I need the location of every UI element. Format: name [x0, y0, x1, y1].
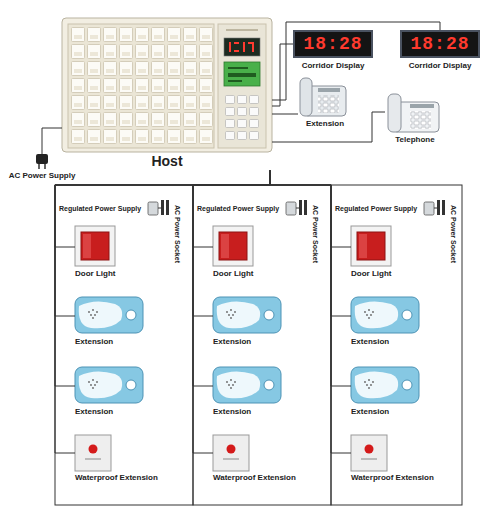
wire [42, 128, 62, 150]
socket-label: AC Power Socket [449, 205, 458, 263]
picture-area [75, 226, 137, 268]
device-label: Extension [213, 407, 285, 417]
wire [272, 44, 293, 106]
device-label: Extension [75, 407, 147, 417]
picture-area [75, 296, 147, 336]
device-label: Regulated Power Supply [197, 205, 279, 214]
ac-power-supply: AC Power Supply [4, 150, 80, 181]
waterproof-extension: Waterproof Extension [75, 434, 171, 483]
regulated-power-supply: Regulated Power Supply [59, 202, 159, 216]
column-devices [75, 200, 169, 471]
socket-label: AC Power Socket [173, 205, 182, 263]
picture-area [285, 202, 297, 216]
picture-area [351, 296, 423, 336]
picture-area [385, 90, 445, 134]
device-label: Extension [213, 337, 285, 347]
extension-phone: Extension [298, 74, 352, 129]
device-label: Extension [75, 337, 147, 347]
wire [270, 171, 351, 387]
picture-area [351, 226, 413, 268]
wire [193, 171, 270, 387]
picture-area [75, 366, 147, 406]
telephone-icon [388, 94, 439, 132]
column-devices [351, 200, 445, 471]
column-devices [213, 200, 307, 471]
led-screen: 18:28 [400, 30, 480, 58]
picture-area [75, 434, 171, 472]
device-label: Waterproof Extension [213, 473, 309, 483]
host-panel [62, 18, 272, 152]
device-label: Waterproof Extension [75, 473, 171, 483]
extension-unit: Extension [213, 366, 285, 417]
device-label: Extension [351, 407, 423, 417]
picture-area [147, 202, 159, 216]
device-label: Door Light [213, 269, 275, 279]
picture-area [213, 226, 275, 268]
waterproof-extension: Waterproof Extension [213, 434, 309, 483]
extension-phone-icon [300, 78, 346, 116]
socket-label: AC Power Socket [311, 205, 320, 263]
extension-unit: Extension [351, 296, 423, 347]
device-label: AC Power Supply [4, 171, 80, 181]
wire [272, 114, 298, 115]
device-label: Corridor Display [400, 61, 480, 71]
device-label: Telephone [385, 135, 445, 145]
door-light: Door Light [213, 226, 275, 279]
extension-unit: Extension [213, 296, 285, 347]
device-label: Door Light [75, 269, 137, 279]
display-digits: 18:28 [410, 35, 469, 53]
picture-area [298, 74, 352, 118]
waterproof-extension: Waterproof Extension [351, 434, 447, 483]
device-label: Extension [298, 119, 352, 129]
regulated-power-supply: Regulated Power Supply [197, 202, 297, 216]
extension-unit: Extension [75, 296, 147, 347]
corridor-display: 18:28Corridor Display [400, 30, 480, 71]
extension-unit: Extension [351, 366, 423, 417]
picture-area [4, 150, 80, 170]
corridor-display: 18:28Corridor Display [293, 30, 373, 71]
extension-unit: Extension [75, 366, 147, 417]
wire [55, 171, 270, 387]
device-label: Regulated Power Supply [335, 205, 417, 214]
wire [272, 112, 385, 142]
device-label: Waterproof Extension [351, 473, 447, 483]
display-digits: 18:28 [303, 35, 362, 53]
wire [270, 171, 351, 454]
picture-area [423, 202, 435, 216]
telephone: Telephone [385, 90, 445, 145]
device-label: Host [62, 153, 272, 171]
picture-area [351, 434, 447, 472]
picture-area [213, 366, 285, 406]
door-light: Door Light [75, 226, 137, 279]
device-label: Extension [351, 337, 423, 347]
regulated-power-supply: Regulated Power Supply [335, 202, 435, 216]
wire [193, 171, 270, 317]
column-wiring [55, 185, 462, 505]
power-plug-icon [36, 150, 48, 169]
wire [55, 171, 270, 317]
picture-area [62, 18, 272, 152]
device-label: Corridor Display [293, 61, 373, 71]
host-unit: Host [62, 18, 272, 171]
wire [270, 171, 351, 317]
device-label: Regulated Power Supply [59, 205, 141, 214]
led-screen: 18:28 [293, 30, 373, 58]
picture-area [213, 434, 309, 472]
picture-area [213, 296, 285, 336]
door-light: Door Light [351, 226, 413, 279]
device-label: Door Light [351, 269, 413, 279]
picture-area [351, 366, 423, 406]
